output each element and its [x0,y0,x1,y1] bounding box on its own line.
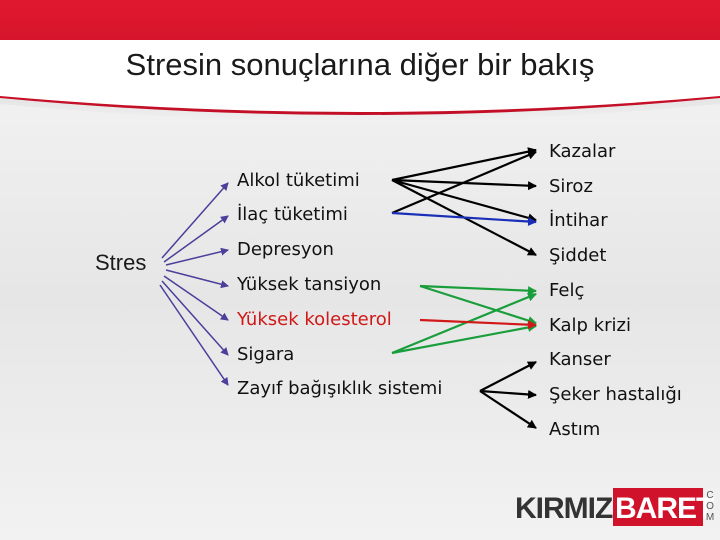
effect-kazalar: Kazalar [549,141,616,162]
effect-siddet: Şiddet [549,245,607,266]
link-ilac-intihar [391,211,537,226]
link-tansiyon-felc [419,284,537,296]
cause-ilac: İlaç tüketimi [237,204,348,225]
logo-suffix-text: COM [705,490,715,523]
link-sigara-felc [391,292,537,355]
cause-tansiyon: Yüksek tansiyon [237,274,382,295]
link-bagisiklik-astim [479,390,537,429]
source-arrow-2 [163,215,229,263]
cause-depresyon: Depresyon [237,239,334,260]
cause-bagisiklik: Zayıf bağışıklık sistemi [237,378,443,399]
link-alkol-intihar [391,178,537,223]
effect-astim: Astım [549,419,601,440]
slide-header-banner [0,0,720,121]
effect-kalp-krizi: Kalp krizi [549,315,631,336]
cause-sigara: Sigara [237,344,295,365]
source-arrow-3 [165,247,229,266]
link-alkol-kazalar [391,147,537,182]
link-bagisiklik-seker [479,389,537,399]
source-arrow-1 [161,182,229,259]
cause-kolesterol: Yüksek kolesterol [237,309,392,330]
source-arrow-5 [163,275,229,321]
logo-word-baret: BARET [615,492,714,525]
source-label-stres: Stres [95,250,147,275]
link-ilac-kazalar [391,150,537,215]
link-sigara-kalp [391,323,537,355]
logo-red-box [613,488,703,526]
effect-seker: Şeker hastalığı [549,384,682,405]
source-arrow-7 [159,284,229,386]
effect-siroz: Siroz [549,176,593,197]
link-tansiyon-kalp [419,284,537,325]
link-bagisiklik-kanser [479,361,537,392]
source-arrow-4 [165,269,229,289]
logo-suffix-com: COM [705,490,715,523]
logo-word-kirmizi: KIRMIZI [515,492,621,525]
link-kolesterol-kalp [419,318,537,330]
cause-alkol: Alkol tüketimi [237,170,360,191]
source-arrow-6 [161,280,229,356]
effect-felc: Felç [549,280,585,301]
slide-title: Stresin sonuçlarına diğer bir bakış [125,47,595,82]
effect-intihar: İntihar [549,210,608,231]
effect-kanser: Kanser [549,349,611,370]
